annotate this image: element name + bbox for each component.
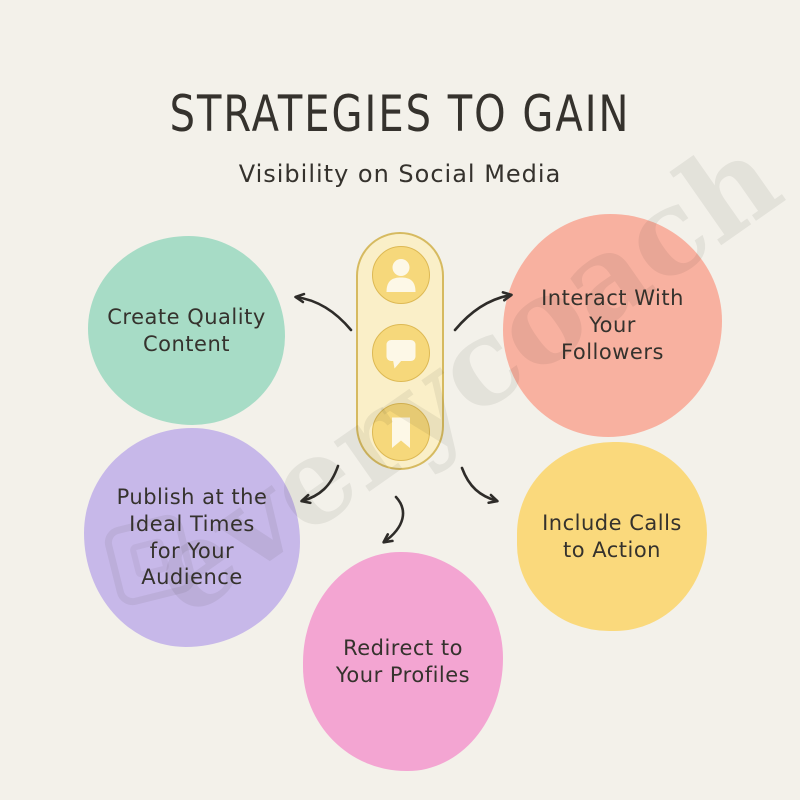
strategy-label: Interact With Your Followers: [541, 286, 684, 364]
strategy-blob-include-calls-to-action: Include Calls to Action: [517, 442, 707, 631]
strategy-label: Create Quality Content: [107, 304, 266, 356]
strategy-blob-interact-with-followers: Interact With Your Followers: [503, 214, 722, 437]
page-subtitle: Visibility on Social Media: [238, 160, 562, 188]
arrow-to-create-quality-content: [294, 292, 353, 332]
arrow-to-redirect-profiles: [382, 495, 405, 544]
arrow-to-include-calls-to-action: [460, 466, 499, 505]
arrow-to-publish-ideal-times: [300, 464, 340, 505]
strategy-blob-create-quality-content: Create Quality Content: [88, 236, 285, 425]
chat-bubble-icon: [372, 324, 430, 382]
strategy-label: Include Calls to Action: [542, 510, 682, 562]
bookmark-icon: [372, 403, 430, 461]
strategy-blob-redirect-to-profiles: Redirect to Your Profiles: [303, 552, 503, 771]
strategy-label: Redirect to Your Profiles: [335, 635, 471, 687]
page-title: STRATEGIES TO GAIN: [169, 86, 631, 144]
user-icon: [372, 246, 430, 304]
center-social-widget: [356, 232, 444, 470]
